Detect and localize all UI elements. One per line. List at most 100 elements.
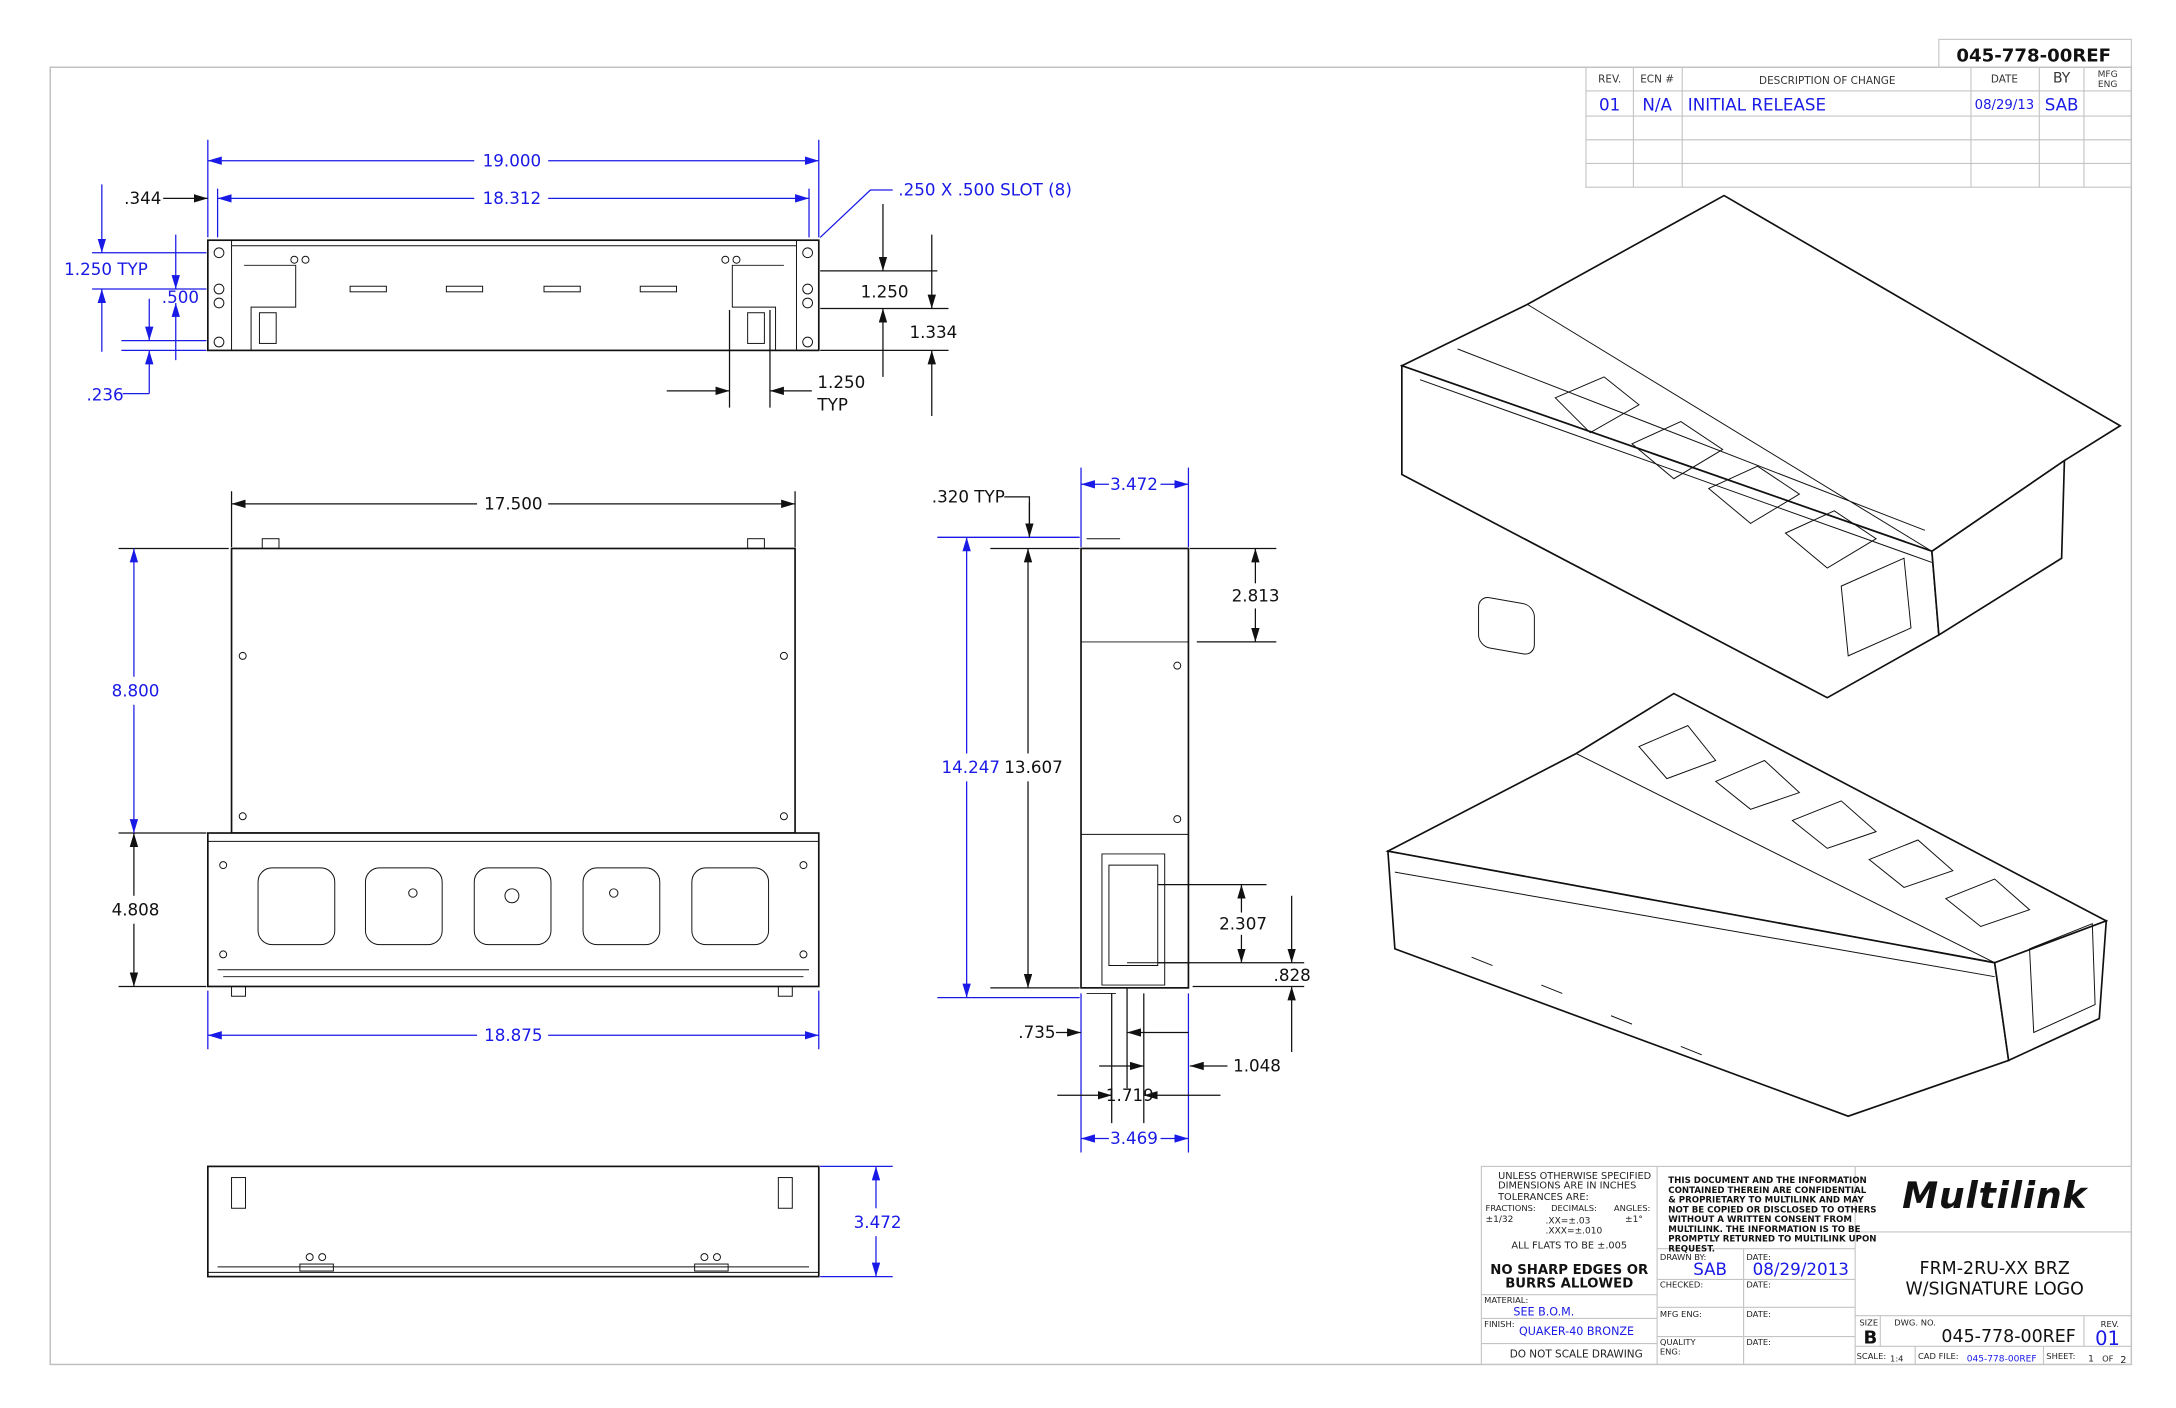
date-label-text: DATE: [1746, 1280, 1771, 1290]
2-text: TOLERANCES ARE: [1497, 1192, 1589, 1203]
drawn-by: SAB [1693, 1259, 1727, 1279]
title-rev: 01 [2095, 1327, 2120, 1350]
mfg-col-header: MFG [2098, 70, 2118, 80]
company-logo: Multilink [1902, 1174, 2088, 1217]
confidential-notice: THIS DOCUMENT AND THE INFORMATION CONTAI… [1668, 1176, 1876, 1254]
revision-table: REV. ECN # DESCRIPTION OF CHANGE DATE BY… [1585, 66, 2132, 188]
date-col-header: DATE [1991, 74, 2018, 86]
dwg-number: 045-778-00REF [1941, 1327, 2075, 1347]
description-cell: INITIAL RELEASE [1688, 94, 1826, 114]
dim-inner-width-side: 1.719 [1106, 1085, 1154, 1105]
dim-overall-width: 19.000 [483, 150, 542, 170]
dim-offset-a: .735 [1018, 1022, 1055, 1042]
material-label-text: MATERIAL: [1484, 1295, 1528, 1305]
scale-text: 1:4 [1890, 1354, 1903, 1364]
fractions-value-text: ±1/32 [1486, 1215, 1514, 1225]
dim-ear-offset: .344 [124, 188, 161, 208]
side-view: 3.472 .320 TYP 14.247 13.607 2.813 2.307… [932, 467, 1311, 1153]
edges-warning-2: BURRS ALLOWED [1505, 1277, 1633, 1292]
dim-tab-width-typ: TYP [816, 394, 848, 414]
dim-bottom-offset-side: .828 [1274, 965, 1311, 985]
dim-flange: .320 TYP [932, 486, 1005, 506]
eng-col-header: ENG [2098, 80, 2118, 90]
date-label-text: DATE: [1746, 1252, 1771, 1262]
dim-upper-depth: 8.800 [112, 680, 160, 700]
drawn-by-label-text: DRAWN BY: [1660, 1252, 1706, 1262]
of-label-text: OF [2102, 1354, 2114, 1364]
scale-label-text: SCALE: [1857, 1351, 1887, 1361]
isometric-view-bottom [1385, 692, 2109, 1118]
header-number-box: 045-778-00REF [1938, 38, 2132, 68]
description-col-header: DESCRIPTION OF CHANGE [1759, 75, 1895, 87]
decimals-xx-text: .XX=±.03 [1546, 1217, 1591, 1227]
material-value: SEE B.O.M. [1513, 1306, 1574, 1319]
rev-label-text: REV. [2101, 1319, 2119, 1329]
sheet-border [49, 66, 2133, 1366]
edges-warning: NO SHARP EDGES OR [1490, 1263, 1648, 1278]
dim-upper-section: 2.813 [1232, 585, 1280, 605]
bottom-view: 3.472 [206, 1165, 902, 1278]
dim-tab-width: 1.250 [817, 372, 865, 392]
cad-label-text: CAD FILE: [1918, 1351, 1959, 1361]
dim-overall-depth: 14.247 [942, 757, 1001, 777]
7-text: REQUEST. [1668, 1244, 1715, 1254]
cad-file: 045-778-00REF [1967, 1355, 2037, 1365]
drawn-date: 08/29/2013 [1753, 1259, 1849, 1279]
sheet-size: B [1864, 1328, 1878, 1349]
dim-top-width: 17.500 [484, 493, 542, 513]
decimals-label-text: DECIMALS: [1551, 1203, 1597, 1213]
fractions-label-text: FRACTIONS: [1486, 1203, 1536, 1213]
5-text: MULTILINK. THE INFORMATION IS TO BE [1668, 1225, 1860, 1235]
dim-hole-spacing: .500 [162, 287, 199, 307]
mfg-eng-label-text: MFG ENG: [1660, 1309, 1702, 1319]
quality-label-2-text: ENG: [1660, 1347, 1681, 1357]
by-cell: SAB [2045, 94, 2079, 114]
top-view: 17.500 8.800 4.808 18.875 [112, 491, 820, 1050]
dim-offset-b: 1.048 [1233, 1056, 1281, 1076]
drawing-title-2: W/SIGNATURE LOGO [1905, 1280, 2083, 1300]
sheet-total-text: 2 [2120, 1355, 2126, 1366]
date-label-text: DATE: [1746, 1337, 1771, 1347]
drawing-title-1: FRM-2RU-XX BRZ [1920, 1259, 2070, 1279]
ecn-col-header: ECN # [1640, 74, 1674, 86]
dim-top-overall-width: 18.875 [484, 1025, 542, 1045]
dim-right-height-2: 1.334 [909, 322, 957, 342]
dim-side-width-top: 3.472 [1110, 474, 1158, 494]
by-col-header: BY [2053, 71, 2071, 87]
front-view: 19.000 18.312 .344 .250 X .500 SLOT (8) … [64, 139, 1072, 416]
dim-inner-width: 18.312 [483, 188, 542, 208]
checked-label-text: CHECKED: [1660, 1280, 1703, 1290]
size-label-text: SIZE [1859, 1317, 1878, 1327]
3-text: NOT BE COPIED OR DISCLOSED TO OTHERS [1668, 1205, 1876, 1215]
signoff-section: DRAWN BY: SAB DATE: 08/29/2013 CHECKED: … [1660, 1252, 1849, 1357]
date-label-text: DATE: [1746, 1309, 1771, 1319]
0-text: THIS DOCUMENT AND THE INFORMATION [1668, 1176, 1867, 1186]
sheet-text: 1 [2088, 1355, 2094, 1365]
header-drawing-number: 045-778-00REF [1956, 46, 2111, 67]
2-text: & PROPRIETARY TO MULTILINK AND MAY [1668, 1196, 1864, 1206]
dim-lower-section: 2.307 [1219, 913, 1267, 933]
angles-value-text: ±1° [1625, 1215, 1643, 1225]
decimals-xxx-text: .XXX=±.010 [1546, 1226, 1603, 1236]
dim-lower-depth: 4.808 [112, 899, 160, 919]
angles-label-text: ANGLES: [1614, 1203, 1651, 1213]
dim-bottom-height: 3.472 [854, 1212, 902, 1232]
dim-bottom-offset: .236 [86, 385, 123, 405]
1-text: CONTAINED THEREIN ARE CONFIDENTIAL [1668, 1186, 1866, 1196]
4-text: WITHOUT A WRITTEN CONSENT FROM [1668, 1215, 1852, 1225]
date-cell: 08/29/13 [1975, 98, 2035, 113]
no-scale-text: DO NOT SCALE DRAWING [1510, 1348, 1643, 1360]
revision-row: 01 N/A INITIAL RELEASE 08/29/13 SAB [1599, 94, 2079, 114]
finish-value: QUAKER-40 BRONZE [1519, 1325, 1634, 1338]
6-text: PROMPTLY RETURNED TO MULTILINK UPON [1668, 1235, 1876, 1245]
rev-cell: 01 [1599, 94, 1620, 114]
title-block: UNLESS OTHERWISE SPECIFIED DIMENSIONS AR… [1480, 1165, 2132, 1366]
1-text: DIMENSIONS ARE IN INCHES [1498, 1181, 1636, 1192]
sheet-label-text: SHEET: [2046, 1351, 2075, 1361]
flats-text: ALL FLATS TO BE ±.005 [1511, 1241, 1627, 1252]
dim-inner-depth: 13.607 [1004, 757, 1063, 777]
dim-right-height-1: 1.250 [861, 281, 909, 301]
finish-label-text: FINISH: [1484, 1319, 1514, 1329]
quality-label-1-text: QUALITY [1660, 1337, 1697, 1347]
